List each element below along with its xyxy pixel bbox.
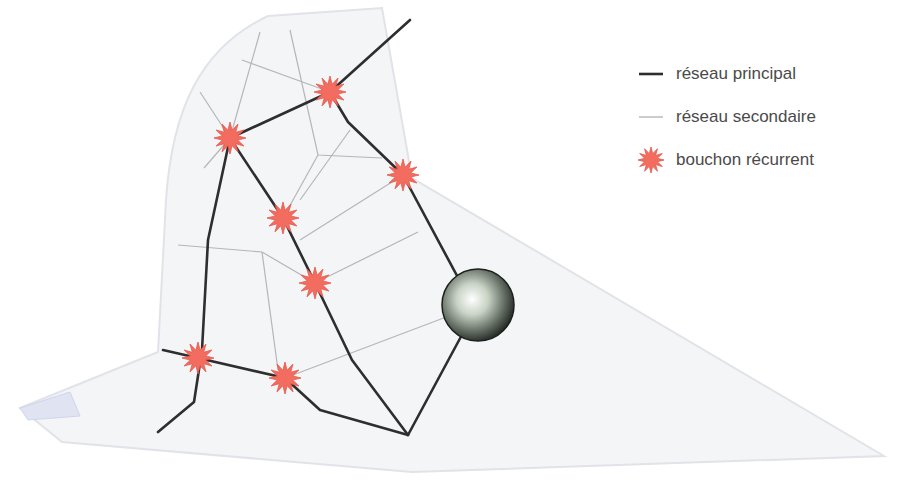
jam-star xyxy=(182,342,214,374)
jam-star xyxy=(638,147,664,173)
legend-row: réseau secondaire xyxy=(636,95,816,138)
legend-text: bouchon récurrent xyxy=(676,150,814,170)
urban-area xyxy=(20,8,884,472)
jam-star xyxy=(314,76,346,108)
jam-star xyxy=(267,202,299,234)
legend-row: réseau principal xyxy=(636,52,816,95)
secondary-network xyxy=(178,30,478,378)
jam-star xyxy=(214,122,246,154)
legend: réseau principal réseau secondaire bouchon… xyxy=(636,52,816,181)
river-mouth xyxy=(20,392,80,420)
legend-sample xyxy=(636,59,666,89)
legend-sample xyxy=(636,145,666,175)
legend-text: réseau principal xyxy=(676,64,796,84)
main-network xyxy=(158,20,478,435)
jam-star xyxy=(299,267,331,299)
jam-markers xyxy=(182,76,419,394)
jam-star xyxy=(269,362,301,394)
legend-row: bouchon récurrent xyxy=(636,138,816,181)
jam-star xyxy=(387,159,419,191)
legend-sample xyxy=(636,102,666,132)
city-center-sphere xyxy=(442,269,514,341)
legend-line xyxy=(639,116,663,117)
legend-text: réseau secondaire xyxy=(676,107,816,127)
legend-line xyxy=(639,72,663,75)
